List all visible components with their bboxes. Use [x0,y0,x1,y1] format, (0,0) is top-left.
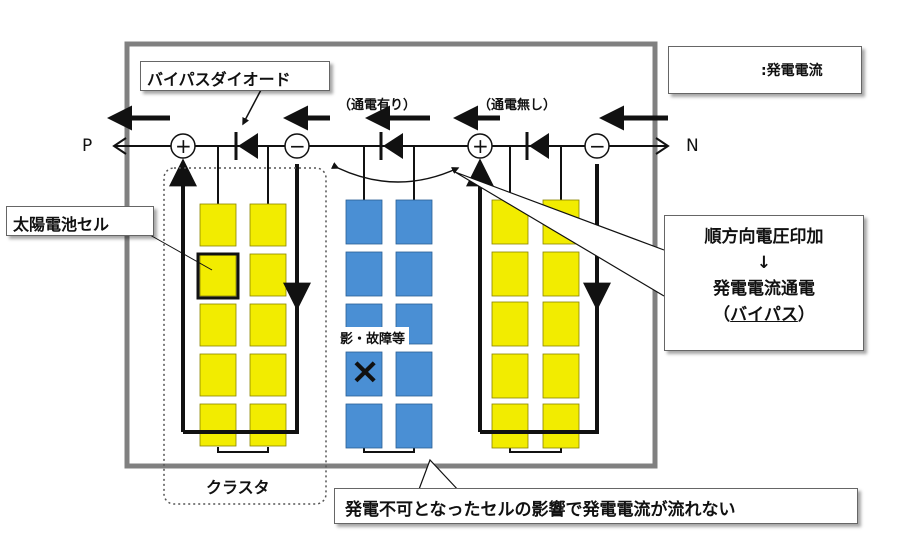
explanation-line2: 発電電流通電 [713,279,815,299]
cluster-outline [163,167,327,505]
explanation-pointer [454,171,665,297]
solar-cell-callout: 太陽電池セル [6,206,154,236]
negative-terminal-label: N [686,136,699,156]
plus-mark: + [175,134,192,158]
minus-mark: − [289,134,306,158]
n-terminal-arrow [655,137,670,155]
bypass-diode-left [234,132,258,160]
positive-terminal-label: P [82,136,93,156]
legend-box: :発電電流 [668,46,862,94]
note-pointer [417,458,461,493]
cell-string-shaded [345,199,433,449]
bypass-curve-arrow [330,162,460,183]
minus-mark: − [589,134,606,158]
cell-pointer [149,234,213,271]
diode-pointer [242,87,263,126]
shade-fault-label: 影・故障等 [336,327,410,348]
highlighted-solar-cell [196,252,240,300]
fault-cross-icon: × [350,351,381,392]
cluster-label: クラスタ [206,478,270,497]
cell-string-left [199,203,287,447]
explanation-line1: 順方向電圧印加 [704,227,824,247]
conducting-label: （通電有り） [338,98,417,113]
plus-mark: + [472,134,489,158]
bypass-diode-right [525,132,549,160]
bottom-note-callout: 発電不可となったセルの影響で発電電流が流れない [334,488,858,524]
explanation-arrow: ↓ [756,253,772,273]
string-wires [217,146,562,453]
bypass-diode-middle [379,132,403,160]
p-terminal-arrow [112,137,127,155]
string-terminals [170,133,610,159]
legend-text: :発電電流 [761,63,823,79]
not-conducting-label: （通電無し） [478,98,557,113]
current-loop-left [169,158,311,434]
explanation-callout: 順方向電圧印加 ↓ 発電電流通電 （バイパス） [664,215,864,351]
explanation-line3: （バイパス） [713,305,815,325]
bypass-word: バイパス [730,305,798,325]
bypass-diode-callout: バイパスダイオード [140,61,330,91]
